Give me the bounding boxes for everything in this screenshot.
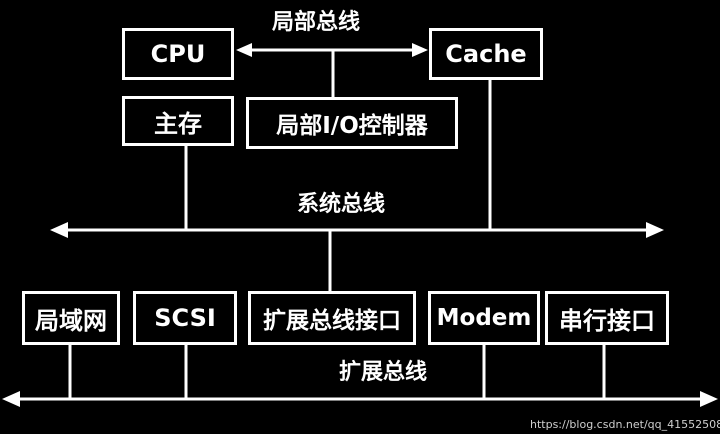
cache-box: Cache <box>429 28 543 80</box>
expansion-bus-arrow-right <box>700 391 718 407</box>
watermark-url: https://blog.csdn.net/qq_41552508 <box>530 418 720 431</box>
system-bus-arrow-left <box>50 222 68 238</box>
modem-box: Modem <box>428 291 540 345</box>
local-bus-label: 局部总线 <box>272 10 361 35</box>
expansion-bus-interface-box: 扩展总线接口 <box>248 291 416 345</box>
local-bus-arrow-left <box>236 43 252 57</box>
main-memory-box: 主存 <box>122 96 234 146</box>
cpu-box: CPU <box>122 28 234 80</box>
lan-box: 局域网 <box>22 291 120 345</box>
scsi-box: SCSI <box>133 291 237 345</box>
expansion-bus-label: 扩展总线 <box>339 360 428 385</box>
local-io-controller-box: 局部I/O控制器 <box>246 97 458 149</box>
serial-interface-box: 串行接口 <box>545 291 669 345</box>
system-bus-arrow-right <box>646 222 664 238</box>
system-bus-label: 系统总线 <box>297 192 386 217</box>
expansion-bus-arrow-left <box>2 391 20 407</box>
local-bus-arrow-right <box>412 43 428 57</box>
